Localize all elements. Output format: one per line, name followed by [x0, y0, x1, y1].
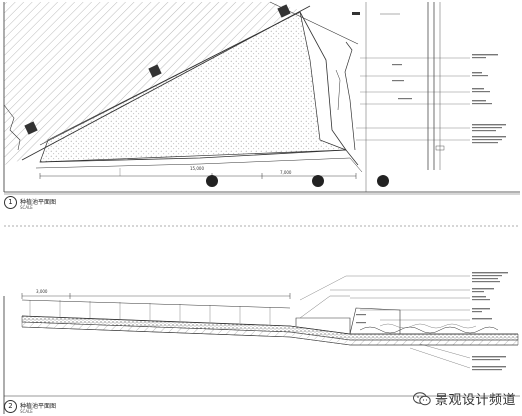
datum-marker [312, 175, 324, 187]
column-block [24, 121, 38, 135]
dimension-label: 15,000 [190, 166, 204, 171]
drawing-title: 种植池平面图 [20, 403, 57, 410]
wechat-icon [412, 391, 431, 405]
drawing-number-tag: 1 [4, 196, 17, 209]
datum-marker [377, 175, 389, 187]
drawing-scale: SCALE [20, 409, 33, 414]
section-view [3, 272, 520, 414]
dimension-label: 3,000 [36, 289, 48, 294]
watermark: 景观设计频道 [412, 389, 516, 408]
column-block [277, 4, 291, 18]
dimension-label: 7,000 [280, 170, 292, 175]
drawing-number-tag: 2 [4, 400, 17, 413]
watermark-text: 景观设计频道 [434, 393, 516, 408]
datum-marker [206, 175, 218, 187]
plan-view [3, 1, 520, 195]
column-block [148, 64, 162, 78]
drawing-scale: SCALE [20, 205, 33, 210]
hatched-wall [4, 2, 300, 165]
drawing-title: 种植池平面图 [20, 199, 57, 206]
